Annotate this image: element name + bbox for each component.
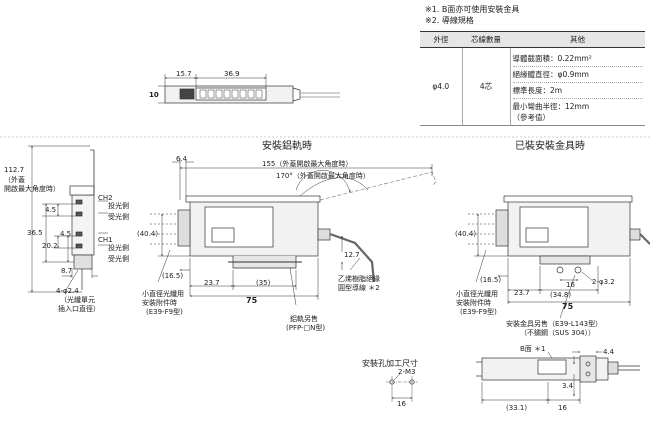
dim-75-rail: 75 <box>246 296 258 305</box>
dim-36-9: 36.9 <box>224 70 240 78</box>
dim-8-7: 8.7 <box>61 267 73 275</box>
dim-16-bracket: 16 <box>566 281 575 289</box>
spec-insulator: 絕緣體直徑：φ0.9mm <box>512 67 643 83</box>
note-1: ※1. B面亦可使用安裝金具 <box>425 5 520 14</box>
label-ch1: CH1 <box>98 236 113 244</box>
cell-cores: 4芯 <box>462 47 511 126</box>
dim-155: 155（外蓋開啟最大角度時） <box>262 160 353 168</box>
dim-20-2: 20.2 <box>42 242 58 250</box>
label-ch2: CH2 <box>98 194 113 202</box>
dim-112-7-note-2: 開啟最大角度時） <box>4 185 60 193</box>
dim-16-5-bracket: (16.5) <box>480 276 502 284</box>
bracket-note-1: 安裝金具另售（E39-L143型） <box>506 320 603 328</box>
adapter-note-bracket-3: (E39-F9型) <box>460 308 497 316</box>
title-bracket-mount: 已裝安裝金具時 <box>515 141 585 152</box>
cell-outer-diameter: φ4.0 <box>420 47 463 126</box>
bracket-view-dims <box>474 213 631 319</box>
adapter-note-bracket-1: 小直徑光纖用 <box>456 290 498 298</box>
dim-112-7: 112.7 <box>4 166 25 174</box>
screw-2-m3: 2-M3 <box>398 368 416 376</box>
dim-10: 10 <box>149 91 159 99</box>
hole-pattern <box>386 373 418 402</box>
spec-length: 標準長度：2m <box>512 83 643 99</box>
cable-spec-table: 外徑 芯線數量 其他 φ4.0 4芯 導體截面積：0.22mm² 絕緣體直徑：φ… <box>420 31 645 126</box>
bracket-note-2: （不鏽鋼（SUS 304）） <box>520 329 596 337</box>
dim-4-5-a: 4.5 <box>45 206 57 214</box>
note-2: ※2. 導線規格 <box>425 16 474 25</box>
adapter-note-bracket-2: 安裝附件時 <box>456 299 491 307</box>
dim-75-bracket: 75 <box>562 302 574 311</box>
hole-note-1: （光纖單元 <box>60 296 95 304</box>
label-ch1-emit: 投光側 <box>108 244 129 252</box>
dim-34-8: (34.8) <box>550 291 572 299</box>
top-view-sensor <box>164 85 340 104</box>
label-ch2-recv: 受光側 <box>108 213 129 221</box>
dim-36-5: 36.5 <box>27 229 43 237</box>
bottom-view <box>476 355 640 383</box>
rail-note-2: (PFP-□N型) <box>286 324 326 332</box>
label-ch2-emit: 投光側 <box>108 202 129 210</box>
adapter-note-rail-1: 小直徑光纖用 <box>142 290 184 298</box>
label-ch1-recv: 受光側 <box>108 255 129 263</box>
dim-40-4-bracket: (40.4) <box>455 230 477 238</box>
rail-note-1: 鋁軌另售 <box>290 315 318 323</box>
dim-112-7-note-1: （外蓋 <box>4 176 25 184</box>
dim-4-4: 4.4 <box>603 348 615 356</box>
cable-note-2: 圓型導線 ＊2 <box>338 284 380 292</box>
dim-16-bottom: 16 <box>558 404 567 412</box>
hole-4-phi-2-4: 4-φ2.4 <box>56 287 79 295</box>
dim-16-5-rail: (16.5) <box>162 272 184 280</box>
dim-23-7-rail: 23.7 <box>204 279 220 287</box>
dim-35: (35) <box>256 279 271 287</box>
dim-6-4: 6.4 <box>176 155 188 163</box>
dim-16-hole: 16 <box>397 400 406 408</box>
dim-23-7-bracket: 23.7 <box>514 289 530 297</box>
spec-reference: （參考值） <box>512 112 551 122</box>
spec-conductor: 導體截面積：0.22mm² <box>512 51 643 67</box>
dim-40-4-rail: (40.4) <box>137 230 159 238</box>
bottom-view-dims <box>481 351 602 404</box>
spec-bend-radius: 最小彎曲半徑：12mm <box>512 101 590 111</box>
angle-170: 170°（外蓋開啟最大角度時） <box>276 172 370 180</box>
label-face-b: B面 ＊1 <box>520 345 546 353</box>
side-view <box>69 149 95 290</box>
hole-note-2: 插入口直徑） <box>58 305 100 313</box>
side-view-dims <box>28 145 108 293</box>
title-rail-mount: 安裝鋁軌時 <box>262 141 312 152</box>
dim-33-1: (33.1) <box>506 404 528 412</box>
col-header-outer: 外徑 <box>420 31 462 48</box>
dim-12-7: 12.7 <box>344 251 360 259</box>
cable-note-1: 乙烯樹脂絕緣 <box>338 275 380 283</box>
bracket-view <box>468 195 650 274</box>
title-hole-pattern: 安裝孔加工尺寸 <box>362 359 418 368</box>
rail-view <box>150 170 437 283</box>
dim-15-7: 15.7 <box>176 70 192 78</box>
dim-4-5-b: 4.5 <box>60 230 72 238</box>
adapter-note-rail-3: (E39-F9型) <box>146 308 183 316</box>
dim-2-phi-3-2: 2-φ3.2 <box>592 278 615 286</box>
top-view-dims <box>158 74 267 104</box>
rail-view-dims <box>157 158 433 306</box>
dim-3-4: 3.4 <box>562 382 574 390</box>
col-header-other: 其他 <box>510 31 645 48</box>
col-header-cores: 芯線數量 <box>462 31 510 48</box>
adapter-note-rail-2: 安裝附件時 <box>142 299 177 307</box>
